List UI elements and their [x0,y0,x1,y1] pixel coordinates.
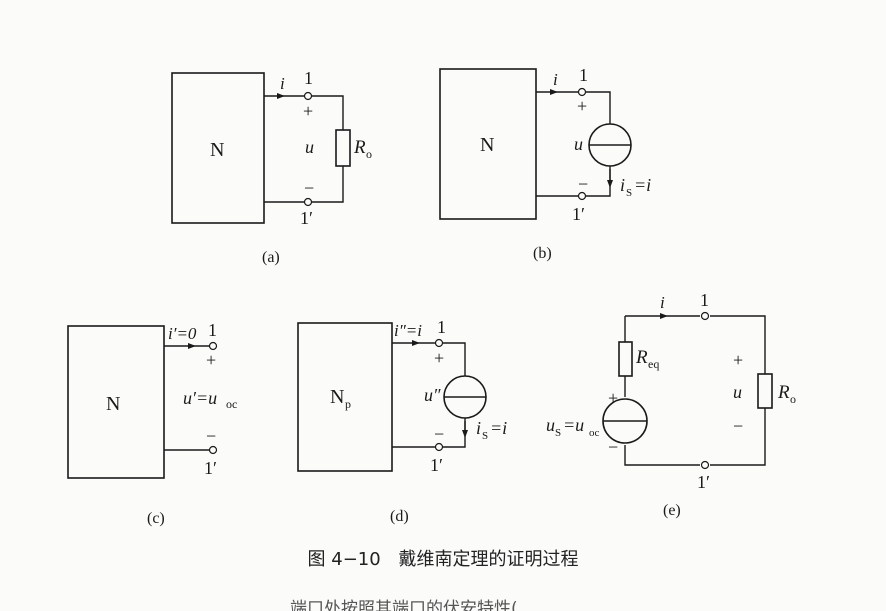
port-top-label-d: 1 [437,317,446,337]
source-current-sub-d: S [482,430,488,442]
source-arrow-head-d [462,430,468,438]
current-label-d: i″=i [394,321,422,340]
sub-label-e: (e) [663,502,681,519]
source-plus-e: + [608,388,618,408]
current-label-e: i [660,293,665,312]
voltage-label-d: u″ [424,385,441,405]
terminal-1prime-b [577,191,587,201]
plus-label-d: + [434,348,444,368]
resistor-req-e [618,341,633,377]
terminal-1-e [700,311,710,321]
source-voltage-sub-e: S [555,427,561,439]
current-arrow-e [660,313,668,319]
voltage-label-a: u [305,137,314,157]
current-label-b: i [553,70,558,89]
network-label-a: N [210,139,224,161]
circuit-c: N i′=0 1 + u′=u oc − 1′ (c) [67,320,237,527]
network-sub-d: p [345,397,351,411]
port-bottom-label-e: 1′ [697,472,710,492]
terminal-1-d [434,338,444,348]
voltage-label-b: u [574,134,583,154]
terminal-1-c [208,341,218,351]
resistor-sub-e: o [790,392,796,406]
source-voltage-label-e: u [546,415,555,435]
next-line-text: 端口处按照其端口的伏安特性( [290,599,518,611]
network-box-c [67,325,165,479]
resistor-label-a: R [353,137,366,158]
circuit-a: N i 1 + u − 1′ R o (a) [171,68,372,266]
source-voltage-eq-e: =u [563,415,584,435]
terminal-1prime-a [303,197,313,207]
source-current-label-d: i [476,418,481,438]
port-top-label-e: 1 [700,290,709,310]
current-arrow-b [550,89,558,95]
circuit-b: N i 1 + u − 1′ i S =i (b) [439,65,651,262]
wire-e-loop [624,315,766,466]
terminal-1prime-c [208,445,218,455]
req-label-e: R [635,347,648,368]
network-label-d: N [330,386,344,408]
network-label-c: N [106,393,120,415]
plus-label-b: + [577,96,587,116]
current-arrow-d [412,340,420,346]
req-sub-e: eq [648,357,659,371]
minus-label-b: − [578,174,588,194]
minus-label-c: − [206,426,216,446]
wire-a-load [311,95,344,203]
figure-caption: 图 4−10 戴维南定理的证明过程 [0,545,886,571]
terminal-1prime-e [700,460,710,470]
resistor-sub-a: o [366,147,372,161]
current-arrow-c [188,343,196,349]
source-voltage-eq-sub-e: oc [589,427,600,439]
current-arrow-a [277,93,285,99]
wire-d-source [442,342,466,448]
source-arrow-head-b [607,180,613,188]
terminal-1prime-d [434,442,444,452]
sub-label-b: (b) [533,245,552,262]
resistor-a [335,129,351,167]
source-current-eq-b: =i [634,175,651,195]
port-bottom-label-b: 1′ [572,204,585,224]
minus-label-d: − [434,424,444,444]
voltage-sub-c: oc [226,397,237,411]
resistor-label-e: R [777,382,790,403]
minus-label-e: − [733,416,743,436]
sub-label-d: (d) [390,508,409,525]
sub-label-c: (c) [147,510,165,527]
port-bottom-label-c: 1′ [204,458,217,478]
sub-label-a: (a) [262,249,280,266]
network-box-b [439,68,537,220]
port-top-label-a: 1 [304,68,313,88]
voltage-label-c: u′=u [183,388,217,408]
source-minus-e: − [608,437,618,457]
source-current-label-b: i [620,175,625,195]
terminal-1-b [577,87,587,97]
port-bottom-label-d: 1′ [430,455,443,475]
resistor-ro-e [757,373,773,409]
current-label-c: i′=0 [168,324,197,343]
plus-label-a: + [303,101,313,121]
terminal-1-a [303,91,313,101]
port-bottom-label-a: 1′ [300,208,313,228]
minus-label-a: − [304,178,314,198]
port-top-label-c: 1 [208,320,217,340]
network-box-d [297,322,393,472]
figure-4-10: N i 1 + u − 1′ R o (a) N i 1 + u − 1 [67,65,796,527]
network-box-a [171,72,265,224]
circuit-d: N p i″=i 1 + u″ − 1′ i S =i (d) [297,317,507,525]
caption-number: 图 4−10 [307,549,381,570]
plus-label-c: + [206,350,216,370]
source-current-eq-d: =i [490,418,507,438]
voltage-label-e: u [733,382,742,402]
source-current-sub-b: S [626,187,632,199]
caption-title: 戴维南定理的证明过程 [398,549,579,570]
plus-label-e: + [733,350,743,370]
current-label-a: i [280,74,285,93]
circuit-e: i 1 1′ R eq + u − R o + − u S =u oc (e) [546,290,796,519]
port-top-label-b: 1 [579,65,588,85]
network-label-b: N [480,134,494,156]
